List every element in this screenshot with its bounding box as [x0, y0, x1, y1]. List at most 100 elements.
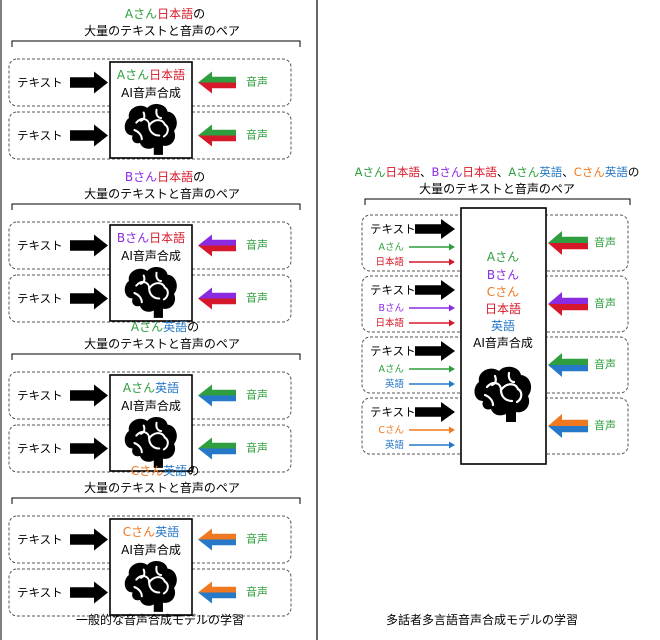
brain-fold [499, 383, 520, 392]
arrow-head [449, 380, 455, 388]
group-bracket [364, 198, 631, 205]
language-label: 日本語 [386, 165, 421, 179]
text-run: 一般的な音声合成モデルの学習 [76, 612, 244, 627]
model-name: AI音声合成 [121, 398, 181, 413]
audio-label: 音声 [246, 532, 268, 546]
audio-label: 音声 [594, 296, 616, 310]
text-run: AI音声合成 [121, 85, 181, 100]
thick-arrow-icon [415, 341, 455, 361]
audio-arrow-icon [198, 234, 236, 257]
language-label: 英語 [539, 165, 562, 179]
text-run: テキスト [17, 291, 63, 305]
text-run: Aさん [379, 364, 405, 375]
arrow-lower-half [198, 539, 236, 551]
text-label: テキスト [370, 283, 416, 297]
audio-arrow-icon [548, 414, 588, 438]
pair-caption: 大量のテキストと音声のペア [84, 186, 240, 201]
separator: 、 [497, 165, 509, 179]
text-run: 大量のテキストと音声のペア [84, 186, 240, 201]
model-box: Aさん英語 AI音声合成 [109, 374, 193, 472]
language-arrow-icon [409, 441, 455, 449]
brain-fold [162, 580, 169, 595]
text-run: 音声 [246, 388, 268, 402]
audio-arrow-icon [198, 528, 236, 551]
brain-fold [135, 430, 151, 440]
arrow-upper-half [198, 124, 236, 136]
text-label: テキスト [17, 532, 63, 546]
audio-arrow-icon [198, 437, 236, 460]
brain-icon [124, 561, 177, 612]
brain-fold [133, 585, 143, 598]
brain-fold [133, 291, 143, 304]
text-label: テキスト [17, 75, 63, 89]
pair-row-box [8, 221, 292, 270]
brain-fold [490, 374, 497, 387]
audio-arrow-icon [198, 124, 236, 147]
arrow-lower-half [198, 135, 236, 147]
text-label: テキスト [370, 222, 416, 236]
speaker-tag: Cさん [378, 425, 404, 436]
group-bracket [11, 203, 301, 210]
brain-fold [135, 574, 151, 584]
text-run: テキスト [17, 585, 63, 599]
text-label: テキスト [17, 238, 63, 252]
text-run: テキスト [370, 405, 416, 419]
language-tag: 英語 [385, 439, 405, 451]
brain-fold [155, 421, 163, 433]
arrow-upper-half [198, 71, 236, 83]
brain-fold [135, 280, 151, 290]
arrow-head [449, 319, 455, 327]
brain-fold [135, 117, 151, 127]
pair-row: テキスト 音声 [8, 111, 292, 160]
speaker-label: Bさん [117, 231, 149, 245]
model-label: Aさん英語 [123, 380, 179, 395]
thick-arrow-icon [415, 402, 455, 422]
text-run: 音声 [246, 75, 268, 89]
brain-fold [155, 271, 163, 283]
model-label: Aさん日本語 [117, 67, 185, 82]
brain-icon [124, 417, 177, 468]
text-run: Aさん [379, 242, 405, 253]
speaker-tag: Aさん [379, 242, 405, 253]
arrow-lower-half [548, 365, 588, 377]
text-run: AI音声合成 [121, 542, 181, 557]
brain-fold [139, 568, 146, 579]
text-run: 音声 [246, 238, 268, 252]
text-run: 日本語 [375, 256, 404, 268]
text-run: 音声 [246, 128, 268, 142]
text-label: テキスト [17, 441, 63, 455]
audio-arrow-icon [548, 292, 588, 316]
left-section-4: Cさん英語の大量のテキストと音声のペアテキスト音声テキスト音声Cさん英語AI音声… [8, 463, 301, 617]
thick-arrow-icon [415, 219, 455, 239]
text-run: 音声 [246, 291, 268, 305]
text-run: 英語 [491, 318, 515, 333]
section-heading: Bさん日本語の [125, 169, 205, 184]
language-arrow-icon [409, 319, 455, 327]
text-run: 大量のテキストと音声のペア [84, 23, 240, 38]
brain-fold [155, 565, 163, 577]
audio-label: 音声 [246, 291, 268, 305]
arrow-head [449, 258, 455, 266]
group-bracket [11, 353, 301, 360]
arrow-head [449, 441, 455, 449]
text-run: 大量のテキストと音声のペア [84, 336, 240, 351]
text-run: 音声 [594, 296, 616, 310]
speaker-label: Aさん [131, 320, 163, 334]
audio-label: 音声 [246, 441, 268, 455]
model-name: AI音声合成 [121, 542, 181, 557]
pair-row-box [8, 371, 292, 420]
audio-label: 音声 [594, 235, 616, 249]
arrow-lower-half [198, 245, 236, 257]
brain-fold [148, 119, 166, 127]
model-label-6: AI音声合成 [473, 335, 533, 350]
language-label: 日本語 [149, 67, 185, 82]
brain-fold [162, 123, 169, 138]
text-label: テキスト [17, 128, 63, 142]
language-label: 日本語 [157, 169, 193, 184]
model-name: AI音声合成 [121, 248, 181, 263]
section-heading: Cさん英語の [131, 463, 199, 478]
speaker-label: Bさん [125, 170, 157, 184]
